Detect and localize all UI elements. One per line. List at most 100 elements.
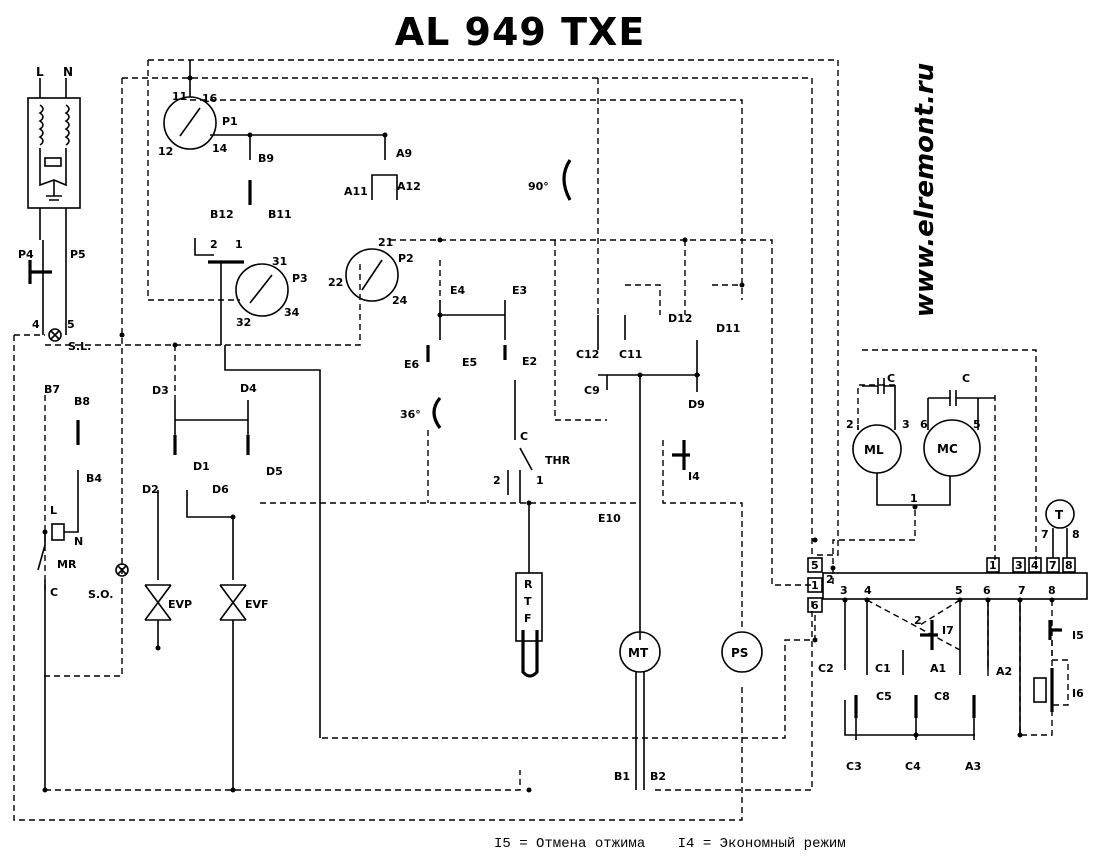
mt-motor	[619, 631, 661, 673]
b2-label: B2	[650, 770, 666, 783]
conn-right-3	[1012, 557, 1026, 573]
c2-label: C2	[818, 662, 834, 675]
legend-i4: I4 = Экономный режим	[677, 836, 846, 852]
wire-top-3	[190, 99, 743, 300]
ml-2-label: 2	[846, 418, 854, 431]
thermostat-90	[562, 159, 572, 201]
sl-lamp	[48, 328, 62, 342]
d6-label: D6	[212, 483, 229, 496]
a11-label: A11	[344, 185, 368, 198]
row-2: 2	[826, 573, 834, 586]
thr-1-label: 1	[536, 474, 544, 487]
mc-5-label: 5	[973, 418, 981, 431]
row-8: 8	[1048, 584, 1056, 597]
c11-label: C11	[619, 348, 642, 361]
mr-switch	[37, 532, 46, 790]
p4-label: P4	[18, 248, 34, 261]
mot-1-label: 1	[910, 492, 918, 505]
cap2-label: C	[962, 372, 970, 385]
wire-right-motors	[862, 349, 1037, 560]
blk-r4: 4	[1031, 559, 1039, 572]
so-label: S.O.	[88, 588, 113, 601]
conn-6	[807, 597, 823, 613]
wire-i6	[1051, 640, 1069, 706]
ps-pump	[721, 631, 763, 673]
p4-switch-bar	[28, 260, 52, 284]
evf-valve	[219, 584, 247, 621]
p3-label: P3	[292, 272, 308, 285]
wire-b2	[655, 600, 813, 791]
ml-label: ML	[864, 443, 884, 457]
p3-1-label: 1	[235, 238, 243, 251]
i5-switch	[1048, 620, 1062, 640]
t-8-label: 8	[1072, 528, 1080, 541]
thermostat-36	[432, 396, 442, 429]
p1-11-label: 11	[172, 90, 187, 103]
e6-label: E6	[404, 358, 420, 371]
b11-label: B11	[268, 208, 292, 221]
t-label: T	[1055, 508, 1064, 522]
wire-left-loop	[147, 60, 240, 301]
conn-5	[807, 557, 823, 573]
rtf-t: T	[524, 595, 532, 608]
conn-right-1	[986, 557, 1000, 573]
blk-6: 6	[811, 599, 819, 612]
mr-c-label: C	[50, 586, 58, 599]
legend-i5: I5 = Отмена отжима	[494, 836, 646, 852]
c4-label: C4	[905, 760, 921, 773]
p3-32-label: 32	[236, 316, 251, 329]
blk-1: 1	[811, 579, 819, 592]
row-5: 5	[955, 584, 963, 597]
junction-dots	[42, 75, 1055, 793]
t90-label: 90°	[528, 180, 549, 193]
mains-filter-box	[27, 97, 81, 209]
rtf-f: F	[524, 612, 532, 625]
p5-label: P5	[70, 248, 86, 261]
t36-label: 36°	[400, 408, 421, 421]
p1-12-label: 12	[158, 145, 173, 158]
legend: I5 = Отмена отжима I4 = Экономный режим	[494, 836, 870, 852]
i6-label: I6	[1072, 687, 1084, 700]
wire-cross-a	[866, 599, 961, 651]
mr-label: MR	[57, 558, 77, 571]
filter-resistor	[44, 157, 62, 167]
t4-label: 4	[32, 318, 40, 331]
ml-capacitor	[862, 378, 895, 394]
row-4: 4	[864, 584, 872, 597]
wire-c9	[554, 240, 607, 421]
i4-switch	[672, 440, 690, 470]
b12-label: B12	[210, 208, 234, 221]
mr-coil	[51, 523, 65, 541]
i7-2-label: 2	[914, 614, 922, 627]
p3-2-label: 2	[210, 238, 218, 251]
wire-motor-1	[832, 510, 916, 585]
b8-label: B8	[74, 395, 90, 408]
row-6: 6	[983, 584, 991, 597]
e5-label: E5	[462, 356, 477, 369]
b7-label: B7	[44, 383, 60, 396]
i5-label: I5	[1072, 629, 1084, 642]
a12-label: A12	[397, 180, 421, 193]
a3-label: A3	[965, 760, 981, 773]
thr-2-label: 2	[493, 474, 501, 487]
e10-label: E10	[598, 512, 621, 525]
evp-label: EVP	[168, 598, 192, 611]
d2-label: D2	[142, 483, 159, 496]
e2-label: E2	[522, 355, 537, 368]
t-7-label: 7	[1041, 528, 1049, 541]
conn-1	[807, 577, 823, 593]
c8-label: C8	[934, 690, 950, 703]
p3-31-label: 31	[272, 255, 287, 268]
wire-cross-b	[919, 599, 961, 626]
wire-top-2	[122, 77, 813, 555]
p2-selector	[345, 248, 399, 302]
wire-right-row	[1019, 600, 1053, 736]
i6-element	[1033, 677, 1047, 703]
d1-label: D1	[193, 460, 210, 473]
d9-label: D9	[688, 398, 705, 411]
blk-r8: 8	[1065, 559, 1073, 572]
wire-d3-row	[45, 260, 361, 346]
c5-label: C5	[876, 690, 892, 703]
e4-label: E4	[450, 284, 466, 297]
